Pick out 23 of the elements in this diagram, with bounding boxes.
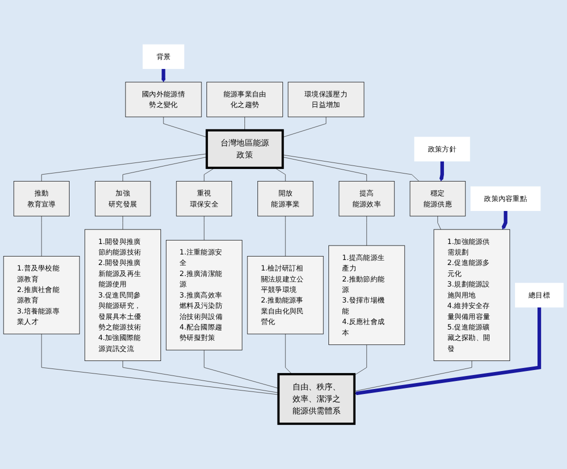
arrow <box>439 161 444 182</box>
arrow <box>162 69 166 83</box>
connector <box>282 157 367 182</box>
connector <box>204 350 279 389</box>
connector <box>354 360 472 392</box>
connector <box>41 154 208 182</box>
connector <box>285 216 286 257</box>
node-box: 自由、秩序、效率、潔淨之能源供需體系 <box>277 373 356 426</box>
connector <box>41 216 42 257</box>
connector <box>285 334 292 375</box>
connector <box>122 157 208 182</box>
connector <box>244 117 245 131</box>
connector <box>122 216 124 230</box>
connector <box>163 117 208 138</box>
connector <box>122 360 279 394</box>
connector <box>366 216 367 246</box>
connector <box>437 216 442 230</box>
arrow <box>502 211 508 230</box>
node-box: 台灣地區能源政策 <box>206 130 284 170</box>
connector <box>282 117 326 138</box>
connector <box>41 334 279 396</box>
arrow <box>354 308 542 396</box>
connector <box>282 154 420 182</box>
